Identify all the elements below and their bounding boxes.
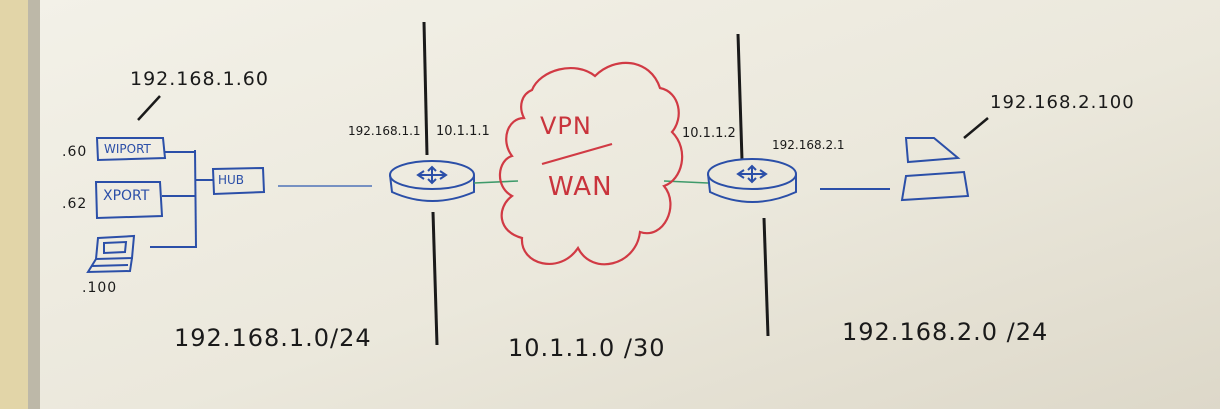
subnet-right: 192.168.2.0 /24: [842, 318, 1049, 346]
board-edge: [28, 0, 40, 409]
wiport-host-label: .60: [62, 144, 88, 160]
cloud-divider: [541, 142, 613, 166]
right-host-icon: [900, 137, 970, 202]
xport-host-label: .62: [62, 196, 88, 212]
laptop-icon: [86, 234, 136, 274]
board-surface: [28, 0, 1220, 409]
cloud-label-wan: WAN: [548, 172, 613, 202]
wiport-label: WIPORT: [104, 142, 151, 156]
vpn-cloud: [498, 61, 684, 266]
router-right-lan-ip: 192.168.2.1: [772, 138, 845, 152]
cloud-label-vpn: VPN: [540, 112, 592, 140]
hub-label: HUB: [218, 173, 245, 187]
divider-left-top: [422, 21, 429, 156]
left-host-ip: 192.168.1.60: [130, 68, 269, 90]
right-host-ip: 192.168.2.100: [990, 92, 1135, 113]
divider-right-bottom: [762, 217, 770, 337]
divider-right-top: [736, 33, 744, 161]
router-right-wan-ip: 10.1.1.2: [682, 126, 736, 141]
router-right-icon: [707, 158, 797, 203]
router-left-lan-ip: 192.168.1.1: [348, 124, 421, 138]
router-left-icon: [389, 160, 475, 202]
subnet-middle: 10.1.1.0 /30: [508, 334, 666, 362]
laptop-host-label: .100: [82, 280, 118, 296]
wan-link-left: [473, 180, 519, 184]
xport-box: [94, 181, 164, 220]
pointer-left: [137, 95, 161, 121]
wiport-box: [95, 137, 167, 162]
lan-bus: [150, 149, 213, 249]
pointer-right: [963, 117, 989, 139]
xport-label: XPORT: [103, 188, 150, 204]
subnet-left: 192.168.1.0/24: [174, 324, 372, 352]
router-left-wan-ip: 10.1.1.1: [436, 124, 490, 139]
hub-box: [211, 166, 266, 196]
divider-left-bottom: [431, 211, 439, 346]
